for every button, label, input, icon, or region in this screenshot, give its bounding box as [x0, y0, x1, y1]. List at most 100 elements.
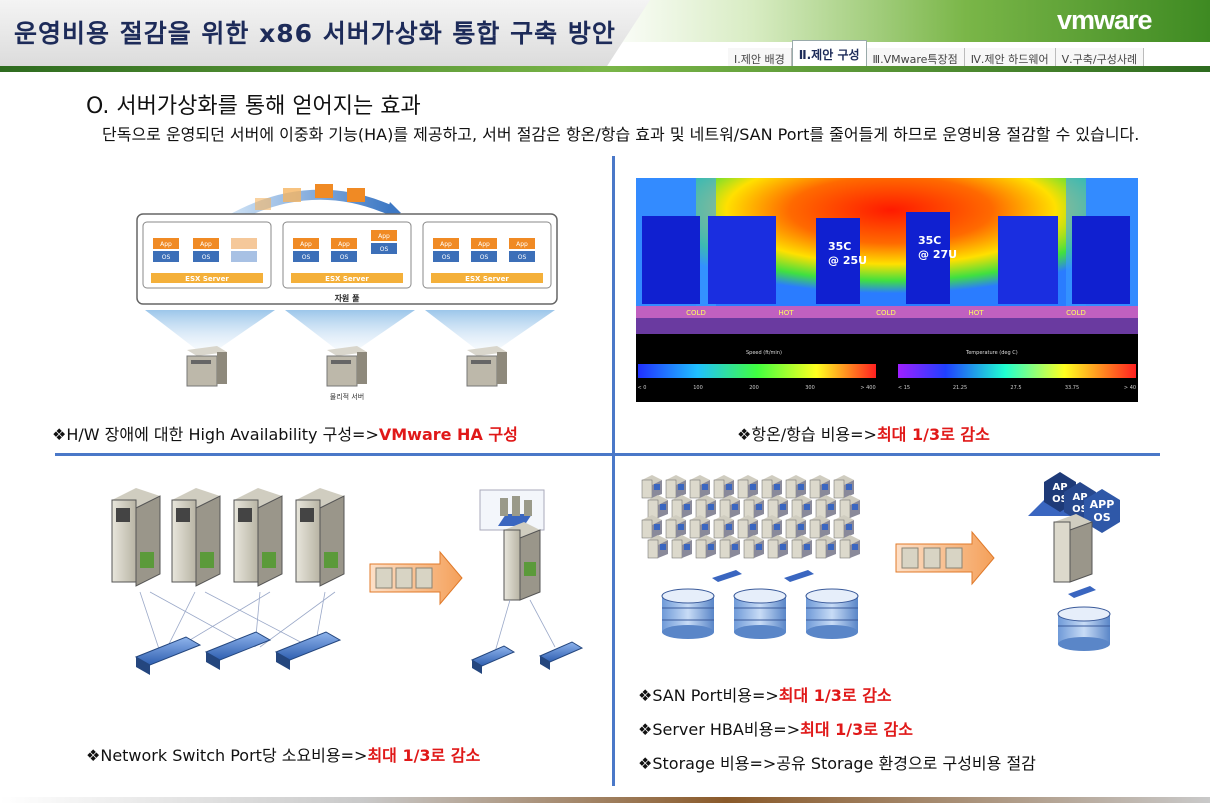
cluster-server-badge [828, 544, 834, 550]
cluster-server-badge [702, 524, 708, 530]
network-switch-1 [134, 636, 202, 675]
physical-server-1 [186, 346, 227, 387]
cluster-server-front [647, 499, 659, 519]
server-cluster [641, 475, 860, 559]
cluster-server-badge [828, 504, 834, 510]
svg-text:App: App [478, 241, 490, 248]
cluster-server-front [743, 539, 755, 559]
svg-text:21.25: 21.25 [953, 385, 967, 391]
footer-stripe [0, 797, 1210, 803]
server-tower-2 [171, 488, 221, 587]
cluster-server-front [839, 539, 851, 559]
horizontal-divider [55, 453, 1160, 456]
cluster-server-badge [780, 504, 786, 510]
consolidated-server [479, 489, 545, 601]
hba-highlight: 최대 1/3로 감소 [800, 720, 913, 739]
svg-text:< 0: < 0 [638, 385, 647, 391]
san-port-text: ❖SAN Port비용=> [638, 686, 779, 705]
consolidation-arrow [369, 550, 463, 606]
cluster-server-badge [654, 484, 660, 490]
cluster-server-badge [750, 484, 756, 490]
svg-text:Temperature (deg C): Temperature (deg C) [965, 350, 1018, 356]
header-green-band [600, 0, 1210, 42]
cooling-caption: ❖항온/항습 비용=>최대 1/3로 감소 [737, 421, 990, 445]
svg-text:Speed (ft/min): Speed (ft/min) [746, 350, 782, 356]
svg-text:COLD: COLD [1066, 309, 1086, 317]
cluster-server-front [839, 499, 851, 519]
network-caption: ❖Network Switch Port당 소요비용=>최대 1/3로 감소 [86, 742, 480, 766]
cluster-server-front [737, 519, 749, 539]
cluster-server-badge [756, 504, 762, 510]
cluster-server-badge [708, 504, 714, 510]
cluster-server-badge [660, 544, 666, 550]
cluster-server-front [761, 519, 773, 539]
svg-text:OS: OS [480, 254, 489, 261]
cluster-server-front [641, 519, 653, 539]
cluster-server-front [785, 519, 797, 539]
intro-text: 단독으로 운영되던 서버에 이중화 기능(HA)를 제공하고, 서버 절감은 항… [102, 125, 1140, 144]
svg-text:33.75: 33.75 [1065, 385, 1079, 391]
cluster-server-front [743, 499, 755, 519]
storage-text: ❖Storage 비용=> [638, 754, 777, 773]
svg-text:OS: OS [442, 254, 451, 261]
ha-caption-text: ❖H/W 장애에 대한 High Availability 구성=> [52, 425, 379, 444]
svg-text:APP: APP [1090, 498, 1115, 511]
cluster-server-front [767, 499, 779, 519]
rack [906, 212, 950, 304]
cluster-server-badge [798, 524, 804, 530]
svg-text:OS: OS [1072, 504, 1088, 515]
server-tower-3 [233, 488, 283, 587]
cluster-server-badge [708, 544, 714, 550]
cooling-caption-highlight: 최대 1/3로 감소 [876, 425, 990, 444]
cluster-server-badge [846, 484, 852, 490]
network-caption-text: ❖Network Switch Port당 소요비용=> [86, 746, 368, 765]
cooling-caption-text: ❖항온/항습 비용=> [737, 425, 877, 444]
svg-text:ESX Server: ESX Server [185, 275, 229, 283]
vertical-divider [612, 156, 615, 786]
cluster-server-front [713, 519, 725, 539]
cluster-server-front [785, 479, 797, 499]
cluster-server-badge [732, 544, 738, 550]
cluster-server-badge [846, 524, 852, 530]
hba-text: ❖Server HBA비용=> [638, 720, 801, 739]
cluster-server-badge [774, 484, 780, 490]
storage-plain: 공유 Storage 환경으로 구성비용 절감 [776, 754, 1036, 773]
svg-text:AP: AP [1052, 482, 1067, 493]
san-switch-2 [784, 570, 814, 582]
svg-text:OS: OS [202, 254, 211, 261]
cluster-server-badge [804, 544, 810, 550]
server-tower-1 [111, 488, 161, 587]
rack [816, 218, 860, 304]
storage-item: ❖Storage 비용=>공유 Storage 환경으로 구성비용 절감 [638, 750, 1036, 774]
san-consolidation-arrow [895, 530, 995, 586]
cluster-server-front [761, 479, 773, 499]
cluster-server-front [641, 479, 653, 499]
svg-text:App: App [300, 241, 312, 248]
svg-text:AP: AP [1072, 492, 1087, 503]
svg-text:OS: OS [1093, 511, 1110, 524]
svg-text:> 400: > 400 [860, 385, 875, 391]
cluster-server-front [815, 499, 827, 519]
cluster-server-front [809, 479, 821, 499]
cluster-server-badge [852, 544, 858, 550]
cluster-server-badge [780, 544, 786, 550]
storage-array-3 [805, 588, 859, 639]
cluster-server-badge [750, 524, 756, 530]
svg-text:OS: OS [380, 246, 389, 253]
san-port-highlight: 최대 1/3로 감소 [778, 686, 892, 705]
cluster-server-front [647, 539, 659, 559]
cluster-server-front [833, 479, 845, 499]
cluster-server-front [671, 499, 683, 519]
svg-text:> 40: > 40 [1124, 385, 1136, 391]
svg-text:App: App [338, 241, 350, 248]
svg-text:App: App [378, 233, 390, 240]
svg-text:OS: OS [340, 254, 349, 261]
page-title: 운영비용 절감을 위한 x86 서버가상화 통합 구축 방안 [14, 19, 616, 48]
ha-caption: ❖H/W 장애에 대한 High Availability 구성=>VMware… [52, 421, 518, 445]
network-switch-4 [470, 645, 516, 674]
cluster-server-badge [756, 544, 762, 550]
cluster-server-front [671, 539, 683, 559]
